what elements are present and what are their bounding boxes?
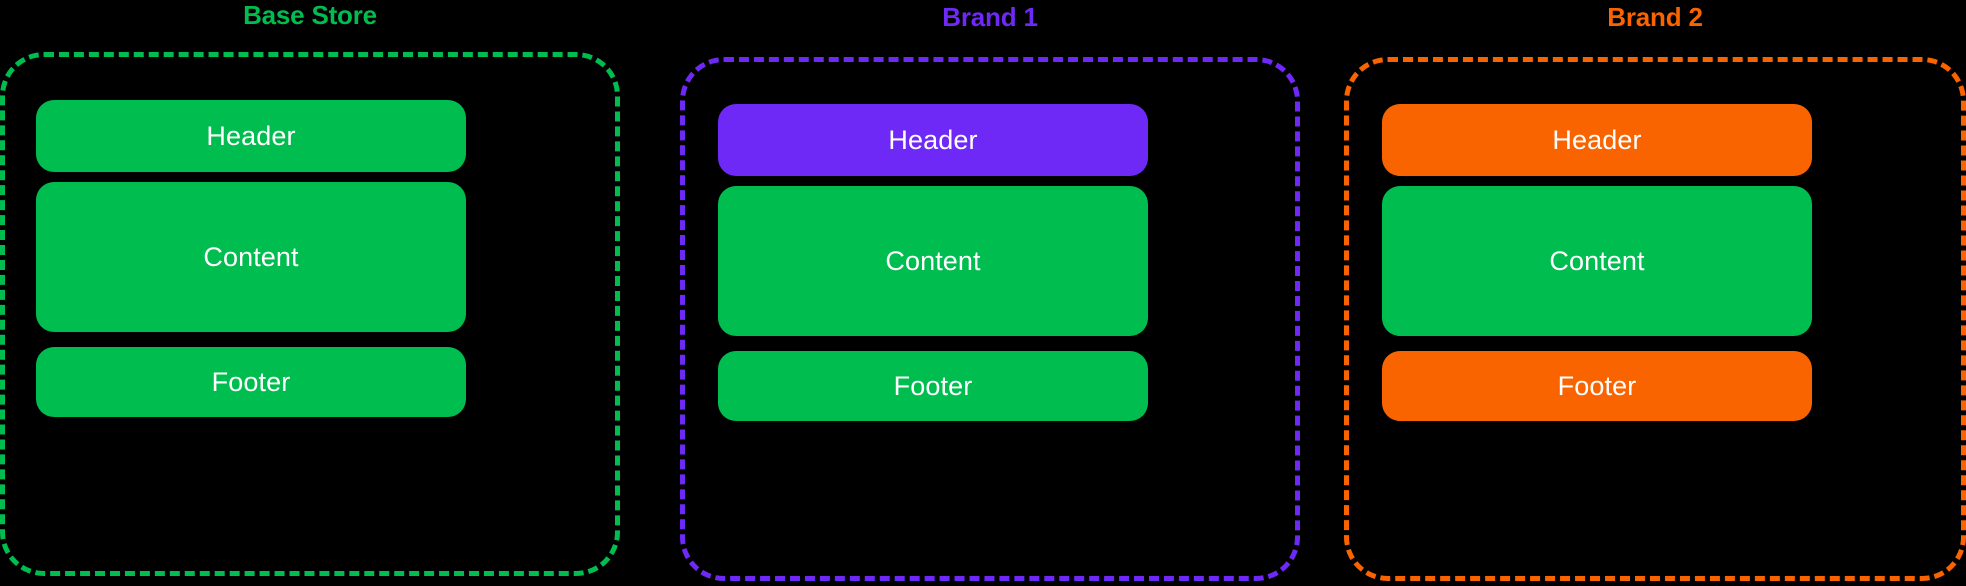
- block-stack-base-store: Header Content Footer: [36, 0, 466, 586]
- block-stack-brand-1: Header Content Footer: [718, 0, 1148, 586]
- block-footer-base-store: Footer: [36, 347, 466, 417]
- block-content-base-store: Content: [36, 182, 466, 332]
- block-footer-brand-1: Footer: [718, 351, 1148, 421]
- block-stack-brand-2: Header Content Footer: [1382, 0, 1812, 586]
- column-title-base-store: Base Store: [243, 0, 377, 30]
- column-container-brand-2: [1344, 57, 1966, 581]
- block-content-brand-1: Content: [718, 186, 1148, 336]
- column-container-brand-1: [680, 57, 1300, 581]
- block-content-label: Content: [203, 241, 299, 272]
- block-content-label: Content: [1549, 245, 1645, 276]
- block-header-label: Header: [1552, 124, 1642, 155]
- block-footer-brand-2: Footer: [1382, 351, 1812, 421]
- column-container-base-store: [0, 52, 620, 576]
- column-title-brand-2: Brand 2: [1607, 2, 1703, 32]
- block-content-label: Content: [885, 245, 981, 276]
- block-footer-label: Footer: [1557, 370, 1637, 401]
- column-base-store: Base Store Header Content Footer: [0, 0, 620, 586]
- block-header-brand-2: Header: [1382, 104, 1812, 176]
- block-footer-label: Footer: [893, 370, 973, 401]
- block-footer-label: Footer: [211, 366, 291, 397]
- column-brand-1: Brand 1 Header Content Footer: [680, 0, 1300, 586]
- block-content-brand-2: Content: [1382, 186, 1812, 336]
- column-title-brand-1: Brand 1: [942, 2, 1038, 32]
- block-header-label: Header: [888, 124, 978, 155]
- block-header-brand-1: Header: [718, 104, 1148, 176]
- block-header-label: Header: [206, 120, 296, 151]
- column-brand-2: Brand 2 Header Content Footer: [1344, 0, 1966, 586]
- block-header-base-store: Header: [36, 100, 466, 172]
